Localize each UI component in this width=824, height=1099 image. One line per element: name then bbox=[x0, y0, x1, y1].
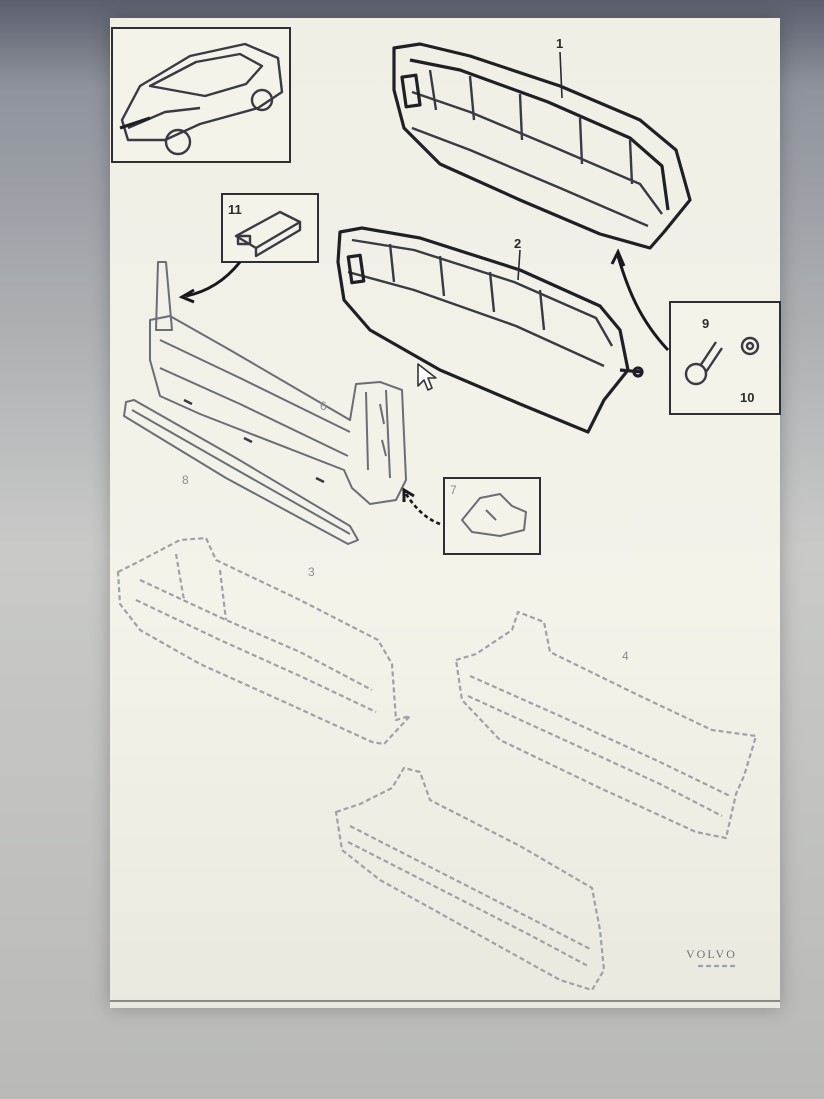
callout-part-2: 2 bbox=[514, 236, 521, 251]
callout-part-11: 11 bbox=[228, 202, 242, 217]
part-11-arrowhead bbox=[178, 288, 195, 304]
sheet-bottom-rule bbox=[110, 1000, 780, 1002]
part-3-grille: 3 bbox=[116, 536, 412, 746]
part-4-grille: 4 bbox=[454, 610, 758, 840]
fastener-arrowhead bbox=[610, 248, 626, 267]
callout-part-3: 3 bbox=[308, 565, 315, 579]
callout-part-8: 8 bbox=[182, 473, 189, 487]
callout-part-6: 6 bbox=[320, 399, 327, 413]
part-lower-faint-grille bbox=[334, 766, 606, 992]
brand-mark: VOLVO bbox=[686, 947, 737, 961]
callout-part-10: 10 bbox=[740, 390, 754, 405]
part-6-crossmember: 6 bbox=[149, 261, 407, 505]
part-11-inset: 11 bbox=[221, 193, 319, 263]
mouse-pointer-icon bbox=[417, 363, 437, 391]
fastener-inset: 9 10 bbox=[669, 301, 781, 415]
washer-icon bbox=[740, 336, 760, 356]
part-7-inset: 7 bbox=[443, 477, 541, 555]
fastener-arrow bbox=[616, 255, 670, 352]
part-11-arrow bbox=[185, 261, 242, 298]
callout-part-7: 7 bbox=[450, 483, 457, 497]
callout-part-4: 4 bbox=[622, 649, 629, 663]
car-thumbnail-icon bbox=[119, 42, 284, 156]
part-2-grille-frame: 2 bbox=[336, 226, 644, 434]
bracket-icon bbox=[461, 493, 527, 537]
part-7-arrowhead bbox=[402, 487, 415, 502]
part-7-arrow bbox=[404, 493, 441, 526]
part-1-upper-grille: 1 bbox=[392, 36, 692, 250]
vehicle-locator-inset bbox=[111, 27, 291, 163]
sensor-icon bbox=[234, 210, 302, 258]
callout-part-1: 1 bbox=[556, 36, 563, 51]
part-8-lower-strip: 8 bbox=[123, 399, 359, 545]
callout-part-9: 9 bbox=[702, 316, 709, 331]
screw-icon bbox=[684, 341, 723, 386]
